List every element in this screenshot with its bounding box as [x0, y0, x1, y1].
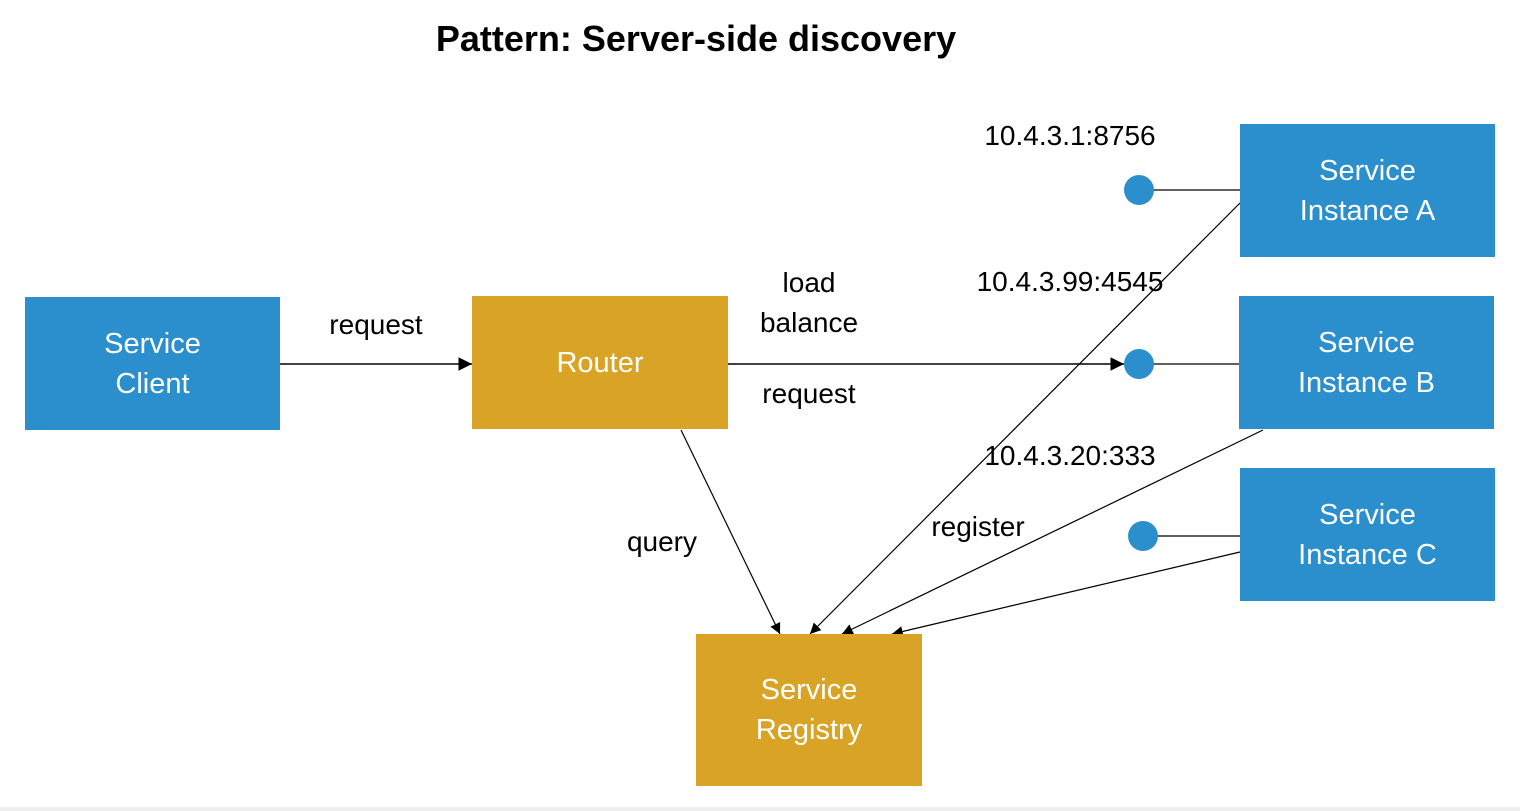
endpoint-dot-c	[1128, 521, 1158, 551]
endpoint-address-c: 10.4.3.20:333	[984, 440, 1156, 471]
edge-label-register: register	[931, 511, 1025, 542]
edge-label-query: query	[626, 526, 698, 557]
edge-router-to-registry	[680, 429, 781, 635]
edge-instance-a-to-registry	[809, 202, 1241, 635]
edge-label-client-request: request	[329, 309, 423, 340]
router-node: Router	[472, 296, 728, 429]
edge-instance-b-to-registry	[841, 429, 1264, 635]
endpoint-address-b: 10.4.3.99:4545	[976, 266, 1164, 297]
diagram-title: Pattern: Server-side discovery	[435, 18, 957, 59]
endpoint-address-a: 10.4.3.1:8756	[984, 120, 1156, 151]
edge-label-load-balance: load balance	[759, 267, 859, 338]
bottom-divider	[0, 807, 1520, 811]
service-registry-node: Service Registry	[696, 634, 922, 786]
service-client-node: Service Client	[25, 297, 280, 430]
service-instance-b-node: Service Instance B	[1239, 296, 1494, 429]
edge-label-router-request: request	[762, 378, 856, 409]
service-instance-c-node: Service Instance C	[1240, 468, 1495, 601]
edge-instance-c-to-registry	[891, 551, 1241, 637]
endpoint-dot-b	[1124, 349, 1154, 379]
endpoint-dot-a	[1124, 175, 1154, 205]
service-instance-a-node: Service Instance A	[1240, 124, 1495, 257]
